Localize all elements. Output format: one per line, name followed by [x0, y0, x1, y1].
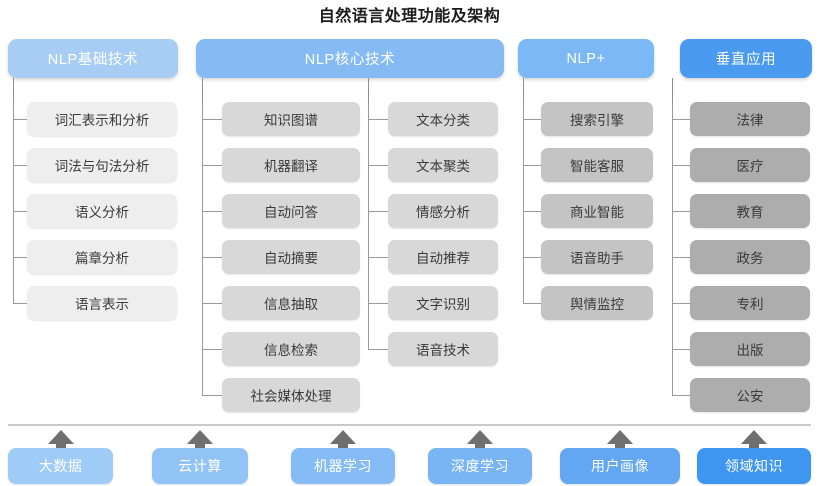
- column-header-nlp-basic[interactable]: NLP基础技术: [8, 39, 178, 78]
- connector-stub: [368, 257, 388, 258]
- node-box[interactable]: 语言表示: [27, 286, 177, 320]
- node-box[interactable]: 知识图谱: [222, 102, 360, 136]
- connector-stub: [202, 211, 222, 212]
- connector-drop: [523, 78, 524, 102]
- connector-stub: [13, 303, 27, 304]
- node-box[interactable]: 舆情监控: [541, 286, 653, 320]
- connector-drop: [13, 78, 14, 102]
- column-header-nlp-plus[interactable]: NLP+: [518, 39, 654, 78]
- foundation-box[interactable]: 机器学习: [291, 448, 395, 484]
- connector-stub: [13, 211, 27, 212]
- arrow-head: [467, 430, 493, 444]
- foundation-box[interactable]: 用户画像: [560, 448, 680, 484]
- connector-stub: [202, 119, 222, 120]
- column-header-vertical-application[interactable]: 垂直应用: [680, 39, 812, 78]
- connector-stub: [202, 395, 222, 396]
- connector-stub: [13, 165, 27, 166]
- node-box[interactable]: 语义分析: [27, 194, 177, 228]
- node-box[interactable]: 词汇表示和分析: [27, 102, 177, 136]
- node-box[interactable]: 专利: [690, 286, 810, 320]
- arrow-head: [330, 430, 356, 444]
- connector-drop: [672, 78, 673, 102]
- connector-stub: [13, 257, 27, 258]
- foundation-box[interactable]: 大数据: [8, 448, 113, 484]
- connector-spine: [202, 102, 203, 395]
- node-box[interactable]: 语音助手: [541, 240, 653, 274]
- node-box[interactable]: 出版: [690, 332, 810, 366]
- node-box[interactable]: 搜索引擎: [541, 102, 653, 136]
- connector-stub: [13, 119, 27, 120]
- node-box[interactable]: 语音技术: [388, 332, 498, 366]
- foundation-divider: [8, 424, 811, 426]
- connector-spine: [368, 102, 369, 349]
- connector-drop: [368, 78, 369, 102]
- node-box[interactable]: 医疗: [690, 148, 810, 182]
- node-box[interactable]: 自动摘要: [222, 240, 360, 274]
- connector-stub: [368, 119, 388, 120]
- connector-stub: [202, 349, 222, 350]
- connector-stub: [202, 165, 222, 166]
- connector-stub: [202, 257, 222, 258]
- node-box[interactable]: 词法与句法分析: [27, 148, 177, 182]
- node-box[interactable]: 篇章分析: [27, 240, 177, 274]
- connector-spine: [523, 102, 524, 303]
- node-box[interactable]: 情感分析: [388, 194, 498, 228]
- column-header-nlp-core[interactable]: NLP核心技术: [196, 39, 504, 78]
- connector-stub: [368, 303, 388, 304]
- node-box[interactable]: 自动推荐: [388, 240, 498, 274]
- connector-spine: [13, 102, 14, 303]
- connector-stub: [672, 395, 690, 396]
- node-box[interactable]: 智能客服: [541, 148, 653, 182]
- connector-stub: [523, 257, 541, 258]
- node-box[interactable]: 自动问答: [222, 194, 360, 228]
- arrow-head: [47, 430, 74, 444]
- connector-stub: [672, 211, 690, 212]
- connector-stub: [523, 119, 541, 120]
- node-box[interactable]: 文本聚类: [388, 148, 498, 182]
- connector-stub: [672, 349, 690, 350]
- connector-stub: [672, 119, 690, 120]
- node-box[interactable]: 社会媒体处理: [222, 378, 360, 412]
- connector-stub: [523, 211, 541, 212]
- foundation-box[interactable]: 深度学习: [428, 448, 532, 484]
- connector-spine: [672, 102, 673, 395]
- connector-stub: [672, 303, 690, 304]
- connector-stub: [202, 303, 222, 304]
- connector-stub: [672, 257, 690, 258]
- node-box[interactable]: 商业智能: [541, 194, 653, 228]
- node-box[interactable]: 教育: [690, 194, 810, 228]
- node-box[interactable]: 文字识别: [388, 286, 498, 320]
- node-box[interactable]: 政务: [690, 240, 810, 274]
- foundation-box[interactable]: 云计算: [152, 448, 248, 484]
- node-box[interactable]: 机器翻译: [222, 148, 360, 182]
- arrow-head: [187, 430, 213, 444]
- connector-drop: [202, 78, 203, 102]
- connector-stub: [523, 303, 541, 304]
- connector-stub: [368, 211, 388, 212]
- arrow-head: [741, 430, 767, 444]
- node-box[interactable]: 信息检索: [222, 332, 360, 366]
- arrow-head: [607, 430, 633, 444]
- connector-stub: [672, 165, 690, 166]
- node-box[interactable]: 信息抽取: [222, 286, 360, 320]
- foundation-box[interactable]: 领域知识: [697, 448, 811, 484]
- node-box[interactable]: 公安: [690, 378, 810, 412]
- node-box[interactable]: 文本分类: [388, 102, 498, 136]
- page-title: 自然语言处理功能及架构: [318, 8, 501, 25]
- connector-stub: [368, 165, 388, 166]
- connector-stub: [523, 165, 541, 166]
- node-box[interactable]: 法律: [690, 102, 810, 136]
- connector-stub: [368, 349, 388, 350]
